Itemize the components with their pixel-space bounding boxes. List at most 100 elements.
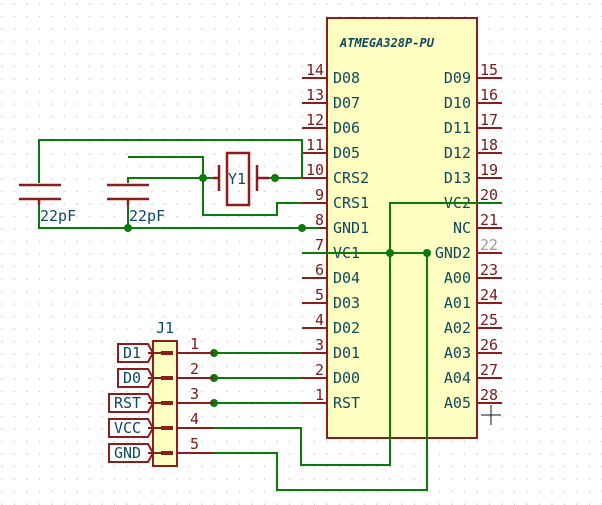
crystal-label: Y1 bbox=[228, 170, 246, 188]
wire-gnd2[interactable] bbox=[182, 253, 428, 491]
ic-pin-number: 12 bbox=[306, 111, 324, 129]
wire-gnd1[interactable] bbox=[38, 203, 319, 229]
junction-dot bbox=[124, 224, 132, 232]
net-label: GND bbox=[114, 444, 141, 462]
ic-pin-name: D09 bbox=[444, 69, 471, 87]
ic-pin-name: RST bbox=[333, 394, 360, 412]
junction-dot bbox=[199, 174, 207, 182]
ic-pin-number: 9 bbox=[315, 186, 324, 204]
ic-pin-name: A02 bbox=[444, 319, 471, 337]
ic-pin-name: D13 bbox=[444, 169, 471, 187]
ic-pin-number: 5 bbox=[315, 286, 324, 304]
ic-pin-name: NC bbox=[453, 219, 471, 237]
net-label: VCC bbox=[114, 419, 141, 437]
net-label-box[interactable] bbox=[117, 368, 155, 388]
connector-pin-contact bbox=[161, 451, 173, 455]
connector-pin-number: 3 bbox=[190, 385, 199, 403]
ic-pin-number: 26 bbox=[480, 336, 498, 354]
junction-dot bbox=[298, 224, 306, 232]
crystal-y1[interactable]: Y1 bbox=[213, 151, 269, 207]
ic-pin-name: D12 bbox=[444, 144, 471, 162]
ic-pin-name: A04 bbox=[444, 369, 471, 387]
ic-pin-name: D11 bbox=[444, 119, 471, 137]
crystal-body bbox=[225, 151, 251, 207]
connector-ref: J1 bbox=[156, 319, 174, 337]
ic-pin-number: 8 bbox=[315, 211, 324, 229]
capacitor-value: 22pF bbox=[129, 207, 165, 225]
capacitor-c1[interactable]: 22pF bbox=[19, 183, 76, 225]
ic-pin-name: D04 bbox=[333, 269, 360, 287]
ic-pin-number: 20 bbox=[480, 186, 498, 204]
net-label-box[interactable] bbox=[108, 418, 155, 438]
ic-pin-name: GND1 bbox=[333, 219, 369, 237]
connector-pin-contact bbox=[161, 376, 173, 380]
ic-pin-number: 23 bbox=[480, 261, 498, 279]
ic-pin-name: D01 bbox=[333, 344, 360, 362]
net-label: D0 bbox=[123, 369, 141, 387]
ic-pin-number: 10 bbox=[306, 161, 324, 179]
ic-pin-number: 11 bbox=[306, 136, 324, 154]
junctions bbox=[124, 174, 431, 407]
ic-pin-number: 3 bbox=[315, 336, 324, 354]
capacitor-value: 22pF bbox=[40, 207, 76, 225]
ic-pin-name: D03 bbox=[333, 294, 360, 312]
ic-pin-number: 24 bbox=[480, 286, 498, 304]
ic-pin-name: A00 bbox=[444, 269, 471, 287]
cursor-crosshair bbox=[481, 405, 501, 425]
ic-pin-name: CRS2 bbox=[333, 169, 369, 187]
ic-title: ATMEGA328P-PU bbox=[339, 36, 435, 50]
ic-pin-name: A03 bbox=[444, 344, 471, 362]
ic-pin-number: 1 bbox=[315, 386, 324, 404]
ic-pin-name: CRS1 bbox=[333, 194, 369, 212]
connector-pin-contact bbox=[161, 426, 173, 430]
ic-pin-name: D08 bbox=[333, 69, 360, 87]
ic-pin-name: D07 bbox=[333, 94, 360, 112]
ic-pin-number: 21 bbox=[480, 211, 498, 229]
ic-pin-name: A01 bbox=[444, 294, 471, 312]
ic-pin-number: 19 bbox=[480, 161, 498, 179]
ic-pin-number: 4 bbox=[315, 311, 324, 329]
ic-pin-number: 27 bbox=[480, 361, 498, 379]
net-label-box[interactable] bbox=[108, 393, 155, 413]
ic-pin-name: D06 bbox=[333, 119, 360, 137]
ic-pin-number: 18 bbox=[480, 136, 498, 154]
junction-dot bbox=[386, 249, 394, 257]
ic-pin-name: D05 bbox=[333, 144, 360, 162]
ic-pin-number: 13 bbox=[306, 86, 324, 104]
ic-pin-name: A05 bbox=[444, 394, 471, 412]
ic-pin-name: GND2 bbox=[435, 244, 471, 262]
ic-pin-number: 6 bbox=[315, 261, 324, 279]
ic-body bbox=[326, 17, 478, 439]
ic-pin-number: 16 bbox=[480, 86, 498, 104]
net-label-box[interactable] bbox=[108, 443, 155, 463]
ic-pin-number: 14 bbox=[306, 61, 324, 79]
connector-pin-contact bbox=[161, 401, 173, 405]
connector-pin-number: 5 bbox=[190, 435, 199, 453]
connector-pin-number: 2 bbox=[190, 360, 199, 378]
connector-pin-contact bbox=[161, 351, 173, 355]
net-label: D1 bbox=[123, 344, 141, 362]
connector-pin-number: 4 bbox=[190, 410, 199, 428]
ic-pin-number: 28 bbox=[480, 386, 498, 404]
junction-dot bbox=[423, 249, 431, 257]
ic-pin-number: 2 bbox=[315, 361, 324, 379]
net-label-box[interactable] bbox=[117, 343, 155, 363]
ic-pin-number: 15 bbox=[480, 61, 498, 79]
ic-pin-number: 25 bbox=[480, 311, 498, 329]
wire-vc2[interactable] bbox=[182, 202, 502, 466]
junction-dot bbox=[271, 174, 279, 182]
ic-pin-number: 22 bbox=[480, 236, 498, 254]
capacitor-c2[interactable]: 22pF bbox=[107, 183, 165, 225]
net-label: RST bbox=[114, 394, 141, 412]
ic-pin-number: 17 bbox=[480, 111, 498, 129]
connector-pin-number: 1 bbox=[190, 335, 199, 353]
ic-pin-name: D10 bbox=[444, 94, 471, 112]
ic-pin-name: D00 bbox=[333, 369, 360, 387]
ic-pin-number: 7 bbox=[315, 236, 324, 254]
ic-pin-name: D02 bbox=[333, 319, 360, 337]
